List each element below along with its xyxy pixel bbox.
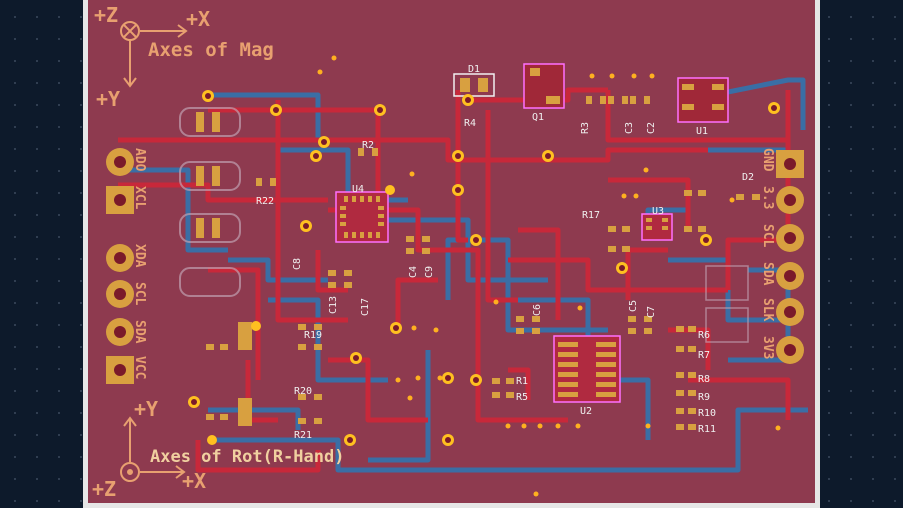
right-header[interactable]	[776, 150, 804, 364]
left-pin-label-5: SDA	[132, 320, 147, 344]
ref-u2: U2	[580, 406, 592, 417]
ref-d1: D1	[468, 64, 480, 75]
ref-d2: D2	[742, 172, 754, 183]
ref-u1: U1	[696, 126, 708, 137]
ref-c7: C7	[646, 306, 657, 318]
rot-plus-y-label: +Y	[134, 397, 158, 421]
ref-c4: C4	[408, 266, 419, 278]
ref-r11: R11	[698, 424, 716, 435]
ref-r22: R22	[256, 196, 274, 207]
mag-plus-y-label: +Y	[96, 87, 120, 111]
passive-pads	[206, 96, 760, 430]
mag-axes-title: Axes of Mag	[148, 39, 274, 61]
ref-r10: R10	[698, 408, 716, 419]
ref-u3: U3	[652, 206, 664, 217]
ref-r20: R20	[294, 386, 312, 397]
rot-plus-x-label: +X	[182, 469, 206, 493]
q1-footprint[interactable]	[523, 63, 565, 109]
ref-r6: R6	[698, 330, 710, 341]
mag-axes-icon	[120, 21, 188, 88]
ref-c6: C6	[532, 304, 543, 316]
pcb-board[interactable]: +Z +X +Y Axes of Mag +Y +Z +X Axes of Ro…	[88, 0, 815, 503]
mag-plus-z-label: +Z	[94, 3, 118, 27]
ref-r1: R1	[516, 376, 528, 387]
right-pin-label-2: 3.3	[760, 186, 775, 209]
reg-footprint[interactable]	[705, 265, 749, 343]
u4-footprint[interactable]	[335, 191, 389, 243]
ref-q1: Q1	[532, 112, 544, 123]
ref-r17: R17	[582, 210, 600, 221]
right-pin-label-4: SDA	[760, 262, 775, 286]
right-pin-label-3: SCL	[760, 224, 775, 248]
right-pin-label-6: 3V3	[760, 336, 775, 359]
mag-plus-x-label: +X	[186, 7, 210, 31]
crystal-footprints	[179, 107, 241, 297]
rot-axes-title: Axes of Rot(R-Hand)	[150, 447, 344, 467]
ref-c3: C3	[624, 122, 635, 134]
rot-axes-icon	[120, 416, 186, 482]
ref-r19: R19	[304, 330, 322, 341]
ref-r2: R2	[362, 140, 374, 151]
left-pin-label-6: VCC	[132, 356, 147, 379]
ref-r8: R8	[698, 374, 710, 385]
right-pin-label-1: GND	[760, 148, 775, 172]
ref-c17: C17	[360, 298, 371, 316]
right-pin-label-5: SLK	[760, 298, 775, 322]
u3-footprint[interactable]	[641, 213, 673, 241]
ref-c5: C5	[628, 300, 639, 312]
ref-u4: U4	[352, 184, 364, 195]
ref-r4: R4	[464, 118, 476, 129]
ref-c13: C13	[328, 296, 339, 314]
ref-r21: R21	[294, 430, 312, 441]
left-pin-label-1: ADO	[132, 148, 147, 172]
ref-r3: R3	[580, 122, 591, 134]
vias	[188, 55, 781, 497]
pcb-layout[interactable]: +Z +X +Y Axes of Mag +Y +Z +X Axes of Ro…	[88, 0, 815, 503]
left-header[interactable]	[106, 148, 134, 384]
left-pin-label-4: SCL	[132, 282, 147, 306]
u2-footprint[interactable]	[553, 335, 621, 403]
left-pin-label-2: XCL	[132, 186, 147, 210]
ref-r5: R5	[516, 392, 528, 403]
ref-c2: C2	[646, 122, 657, 134]
u1-footprint[interactable]	[677, 77, 729, 123]
ref-r9: R9	[698, 392, 710, 403]
ref-c8: C8	[292, 258, 303, 270]
ref-c9: C9	[424, 266, 435, 278]
front-copper-traces	[118, 87, 791, 473]
rot-plus-z-label: +Z	[92, 477, 116, 501]
ref-r7: R7	[698, 350, 710, 361]
d1-footprint[interactable]	[453, 73, 495, 97]
crystal-pads	[196, 112, 220, 238]
left-pin-label-3: XDA	[132, 244, 147, 268]
